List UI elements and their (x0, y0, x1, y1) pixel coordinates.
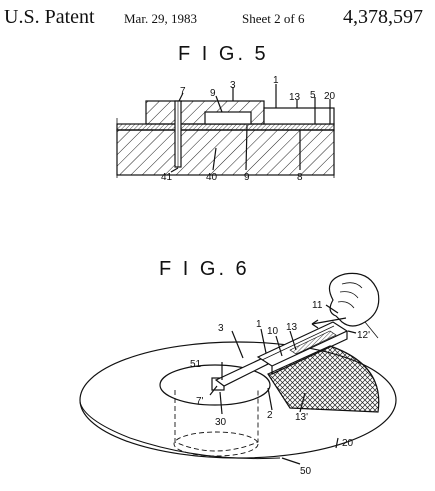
fig5-label-20: 20 (324, 91, 336, 102)
fig5-label-7: 7 (180, 86, 186, 97)
fig6-label-13p: 13' (295, 412, 308, 423)
fig6-label-3: 3 (218, 323, 224, 334)
fig5-label-5: 5 (310, 90, 316, 101)
fig5-label-13: 13 (289, 92, 301, 103)
fig5-drawing (116, 84, 335, 178)
fig5-label-40: 40 (206, 172, 218, 183)
fig5-label-3: 3 (230, 80, 236, 91)
fig6-label-7p: 7' (196, 396, 204, 407)
fig5-label-9b: 9 (244, 172, 250, 183)
fig6-label-1: 1 (256, 319, 262, 330)
fig5-label-1: 1 (273, 75, 279, 86)
fig5-label-41: 41 (161, 172, 173, 183)
fig5-label-8: 8 (297, 172, 303, 183)
fig6-title: F I G. 6 (159, 258, 250, 280)
fig6-drawing (79, 272, 397, 465)
fig6-hand (328, 272, 380, 327)
fig5-title: F I G. 5 (178, 43, 269, 65)
fig6-label-51: 51 (190, 359, 202, 370)
fig5-label-9a: 9 (210, 88, 216, 99)
patent-title: U.S. Patent (4, 6, 95, 28)
fig6-label-11: 11 (312, 300, 323, 311)
fig6-label-10: 10 (267, 326, 279, 337)
fig5-recess (204, 111, 252, 125)
fig6-label-2: 2 (267, 410, 273, 421)
fig6-label-50: 50 (300, 466, 312, 477)
fig6-label-20: 20 (342, 438, 354, 449)
fig6-label-12p: 12' (357, 330, 370, 341)
fig5-base (116, 129, 335, 176)
patent-number: 4,378,597 (343, 6, 423, 28)
sheet-number: Sheet 2 of 6 (242, 11, 305, 26)
fig6-label-30: 30 (215, 417, 227, 428)
fig6-label-13: 13 (286, 322, 298, 333)
patent-date: Mar. 29, 1983 (124, 11, 197, 26)
fig5-plate (263, 107, 335, 125)
fig5-layer (116, 123, 335, 131)
